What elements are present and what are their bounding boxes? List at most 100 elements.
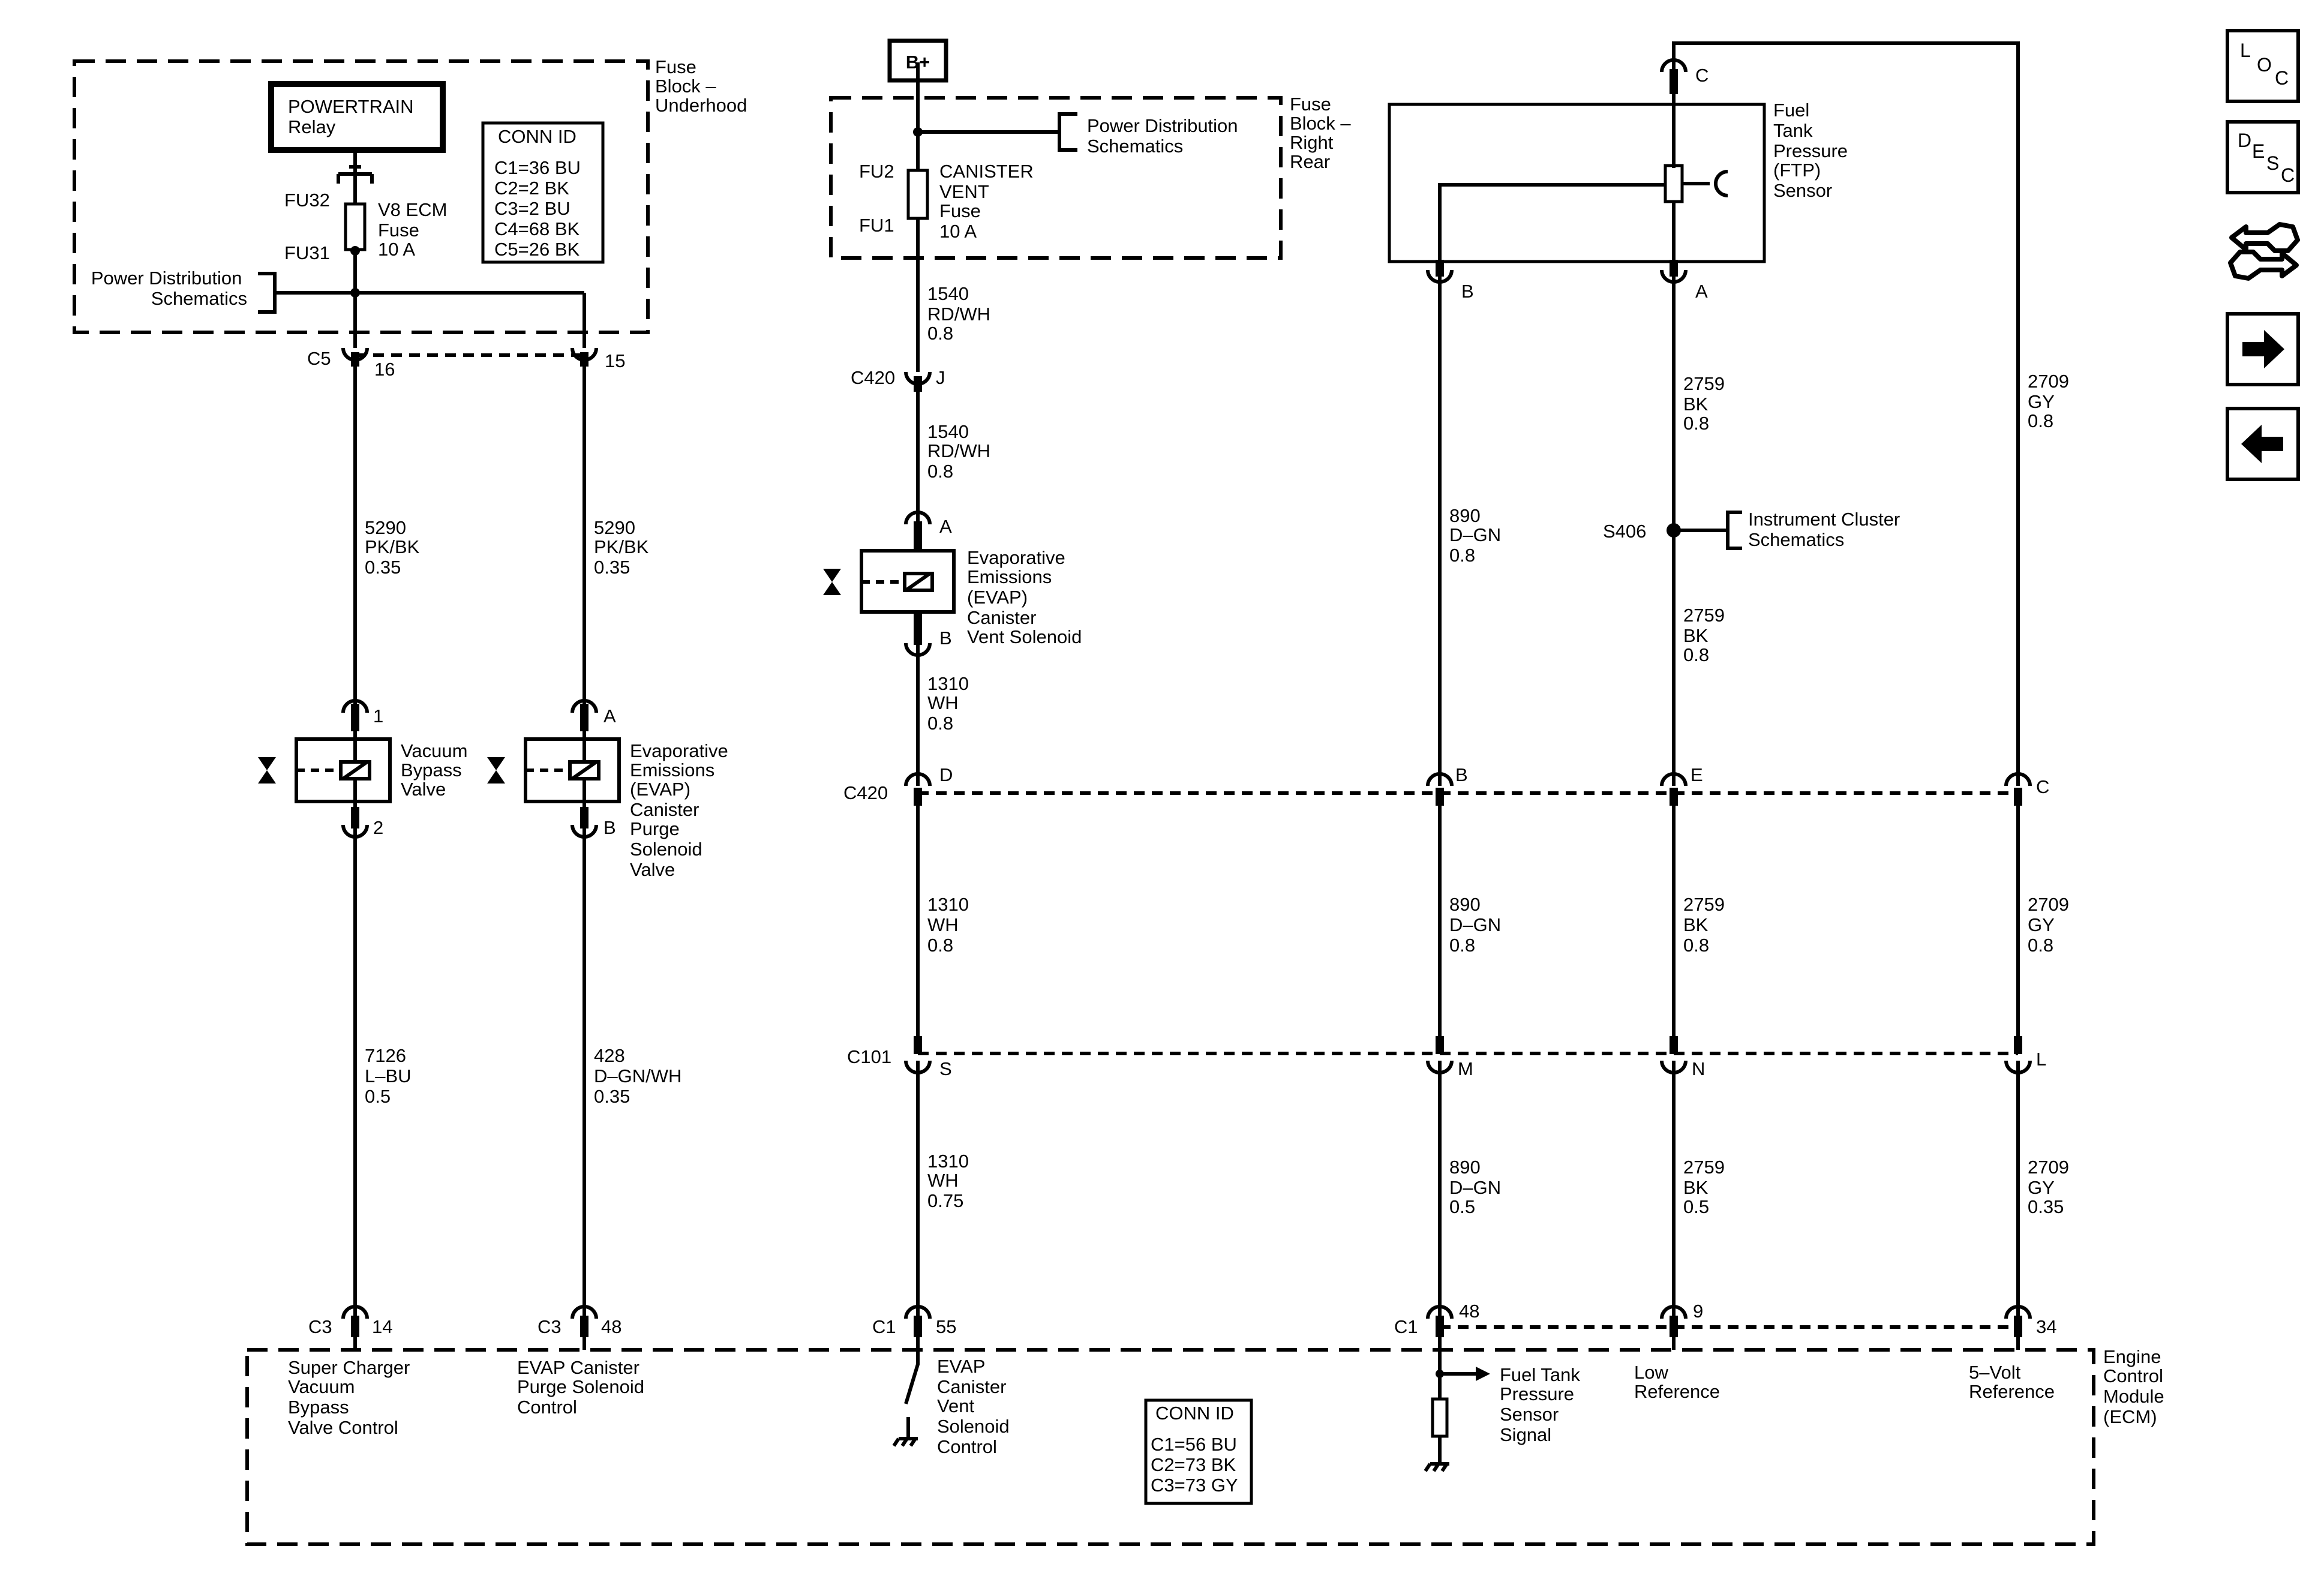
svg-text:C2=2 BK: C2=2 BK xyxy=(494,178,569,199)
ftp-sensor-label: Fuel Tank Pressure (FTP) Sensor xyxy=(1773,100,1853,201)
vacuum-bypass-pin-2: 2 xyxy=(373,817,383,838)
c101-pin-n: N xyxy=(1692,1058,1705,1079)
fuse-block-underhood-label: Fuse Block – Underhood xyxy=(655,56,747,116)
fuse-block-right-rear-label: Fuse Block – Right Rear xyxy=(1290,94,1356,172)
c3-pin-14: 14 xyxy=(372,1316,392,1337)
loc-letter-c: C xyxy=(2275,67,2289,89)
loc-letter-l: L xyxy=(2240,40,2251,61)
c3-pin-48: 48 xyxy=(601,1316,621,1337)
evap-purge-label: Evaporative Emissions (EVAP) Canister Pu… xyxy=(630,740,733,880)
conn-id-list-top: C1=36 BU C2=2 BK C3=2 BU C4=68 BK C5=26 … xyxy=(494,157,581,260)
power-distribution-right[interactable]: Power Distribution Schematics xyxy=(1087,115,1243,157)
previous-page-button[interactable] xyxy=(2226,407,2300,481)
c420-row-label: C420 xyxy=(843,782,888,803)
wire-5290-a: 5290 PK/BK 0.35 xyxy=(365,517,425,578)
c420-pin-j: J xyxy=(936,367,945,388)
svg-text:C5=26 BK: C5=26 BK xyxy=(494,239,580,260)
c5-label: C5 xyxy=(307,348,331,369)
ecm-box xyxy=(245,1348,2095,1546)
wire-890-b: 890 D–GN 0.8 xyxy=(1449,894,1506,956)
wire-5290-b: 5290 PK/BK 0.35 xyxy=(594,517,654,578)
conn-id-title-top: CONN ID xyxy=(498,126,577,147)
wire-1310-c: 1310 WH 0.75 xyxy=(927,1151,974,1211)
desc-letter-e: E xyxy=(2252,140,2265,162)
evap-purge-control-label: EVAP Canister Purge Solenoid Control xyxy=(517,1357,650,1418)
c5-pin-16: 16 xyxy=(374,359,395,380)
instrument-cluster-link[interactable]: Instrument Cluster Schematics xyxy=(1748,509,1905,550)
c101-label: C101 xyxy=(847,1046,891,1067)
wire-1540-a: 1540 RD/WH 0.8 xyxy=(927,283,996,344)
evap-vent-pin-b: B xyxy=(939,628,952,649)
description-button[interactable]: D E S C xyxy=(2226,120,2300,194)
five-volt-reference-label: 5–Volt Reference xyxy=(1969,1362,2055,1402)
wire-2709-a: 2709 GY 0.8 xyxy=(2028,371,2074,431)
fuse-block-underhood-box xyxy=(73,59,650,334)
canister-vent-fuse xyxy=(906,169,929,220)
loc-letter-o: O xyxy=(2257,54,2272,76)
svg-text:C1=56 BU: C1=56 BU xyxy=(1151,1434,1237,1455)
conn-id-title-ecm: CONN ID xyxy=(1155,1403,1234,1424)
c420-pin-d: D xyxy=(939,764,953,785)
wire-890-c: 890 D–GN 0.5 xyxy=(1449,1157,1506,1217)
c420-pin-c: C xyxy=(2036,776,2049,797)
c420-pin-b: B xyxy=(1455,764,1468,785)
c420-label: C420 xyxy=(851,367,895,388)
conn-id-list-ecm: C1=56 BU C2=73 BK C3=73 GY xyxy=(1151,1434,1238,1496)
ecm-label: Engine Control Module (ECM) xyxy=(2103,1346,2169,1427)
c101-pin-s: S xyxy=(939,1058,952,1079)
canister-vent-fuse-label: CANISTER VENT Fuse 10 A xyxy=(939,161,1038,242)
wire-1540-b: 1540 RD/WH 0.8 xyxy=(927,421,996,482)
ftp-sensor-resistor xyxy=(1664,164,1684,203)
fu2-label: FU2 xyxy=(859,161,894,182)
c1-pin-9: 9 xyxy=(1693,1301,1703,1322)
fu31-label: FU31 xyxy=(284,242,330,263)
c420-pin-e: E xyxy=(1691,764,1703,785)
wire-2759-c: 2759 BK 0.8 xyxy=(1683,894,1730,956)
v8-ecm-fuse xyxy=(344,202,367,251)
fu1-label: FU1 xyxy=(859,215,894,236)
wire-1310-b: 1310 WH 0.8 xyxy=(927,894,974,956)
power-distribution-left[interactable]: Power Distribution Schematics xyxy=(91,268,247,309)
wire-7126: 7126 L–BU 0.5 xyxy=(365,1045,416,1107)
ftp-pin-a: A xyxy=(1695,281,1708,302)
wire-1310-a: 1310 WH 0.8 xyxy=(927,673,974,734)
wire-428: 428 D–GN/WH 0.35 xyxy=(594,1045,687,1107)
super-charger-label: Super Charger Vacuum Bypass Valve Contro… xyxy=(288,1357,415,1438)
fu32-label: FU32 xyxy=(284,190,330,211)
powertrain-relay-label: POWERTRAIN Relay xyxy=(288,96,419,137)
ftp-signal-label: Fuel Tank Pressure Sensor Signal xyxy=(1500,1364,1585,1445)
location-button[interactable]: L O C xyxy=(2226,29,2300,103)
desc-letter-c: C xyxy=(2281,164,2295,186)
battery-label: B+ xyxy=(906,52,930,73)
next-page-button[interactable] xyxy=(2226,312,2300,386)
vacuum-bypass-pin-1: 1 xyxy=(373,706,383,727)
c1-pin-48: 48 xyxy=(1459,1301,1479,1322)
evap-vent-pin-a: A xyxy=(939,516,952,537)
evap-purge-pin-b: B xyxy=(603,817,616,838)
wire-2709-b: 2709 GY 0.8 xyxy=(2028,894,2074,956)
fuse-block-right-rear-box xyxy=(829,96,1283,260)
desc-letter-d: D xyxy=(2238,130,2252,151)
v8-ecm-fuse-label: V8 ECM Fuse 10 A xyxy=(378,199,452,260)
splice-s406 xyxy=(1667,523,1681,538)
splice-s406-label: S406 xyxy=(1603,521,1646,542)
evap-purge-pin-a: A xyxy=(603,706,616,727)
c101-pin-m: M xyxy=(1458,1058,1473,1079)
svg-text:C3=73 GY: C3=73 GY xyxy=(1151,1475,1238,1496)
connector-icon[interactable] xyxy=(2226,214,2304,292)
c1-pin-34: 34 xyxy=(2036,1316,2056,1337)
evap-vent-label: Evaporative Emissions (EVAP) Canister Ve… xyxy=(967,547,1082,647)
conn-id-box-ecm xyxy=(1144,1398,1253,1505)
wire-2759-b: 2759 BK 0.8 xyxy=(1683,605,1730,665)
vacuum-bypass-label: Vacuum Bypass Valve xyxy=(401,740,473,800)
c5-pin-15: 15 xyxy=(605,350,625,371)
c1-pin-55: 55 xyxy=(936,1316,956,1337)
c3-label-b: C3 xyxy=(538,1316,562,1337)
wire-2759-a: 2759 BK 0.8 xyxy=(1683,373,1730,434)
low-reference-label: Low Reference xyxy=(1634,1362,1720,1402)
svg-text:C1=36 BU: C1=36 BU xyxy=(494,157,581,178)
svg-text:C4=68 BK: C4=68 BK xyxy=(494,218,580,239)
arrow-right-icon xyxy=(2242,330,2284,368)
arrow-left-icon xyxy=(2241,425,2283,463)
desc-letter-s: S xyxy=(2266,152,2280,174)
